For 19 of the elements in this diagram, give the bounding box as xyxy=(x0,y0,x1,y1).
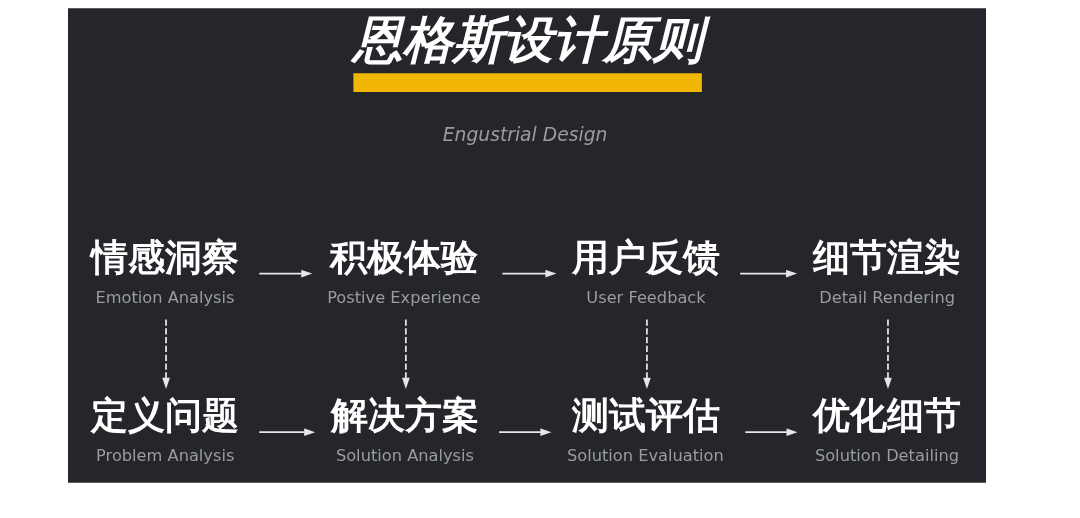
node-text: 积极体验 Postive Experience xyxy=(326,234,481,307)
arrow xyxy=(501,269,556,278)
node-text: 定义问题 Problem Analysis xyxy=(90,393,239,466)
arrow xyxy=(257,428,315,437)
node-text: 优化细节 Solution Detailing xyxy=(812,393,961,466)
node-text: 用户反馈 User Feedback xyxy=(571,234,720,307)
node-text: 情感洞察 Emotion Analysis xyxy=(90,234,239,307)
node-text: 测试评估 Solution Evaluation xyxy=(566,393,724,466)
arrow xyxy=(257,269,312,278)
arrow xyxy=(883,318,892,389)
arrow xyxy=(642,318,651,389)
arrow xyxy=(161,318,170,389)
node-text: 解决方案 Solution Analysis xyxy=(330,393,479,466)
arrow xyxy=(497,428,551,437)
node-text: 细节渲染 Detail Rendering xyxy=(812,234,961,307)
arrow xyxy=(743,428,798,437)
arrow xyxy=(738,269,797,278)
arrow xyxy=(401,318,410,389)
label: Engustrial Design xyxy=(442,124,607,146)
